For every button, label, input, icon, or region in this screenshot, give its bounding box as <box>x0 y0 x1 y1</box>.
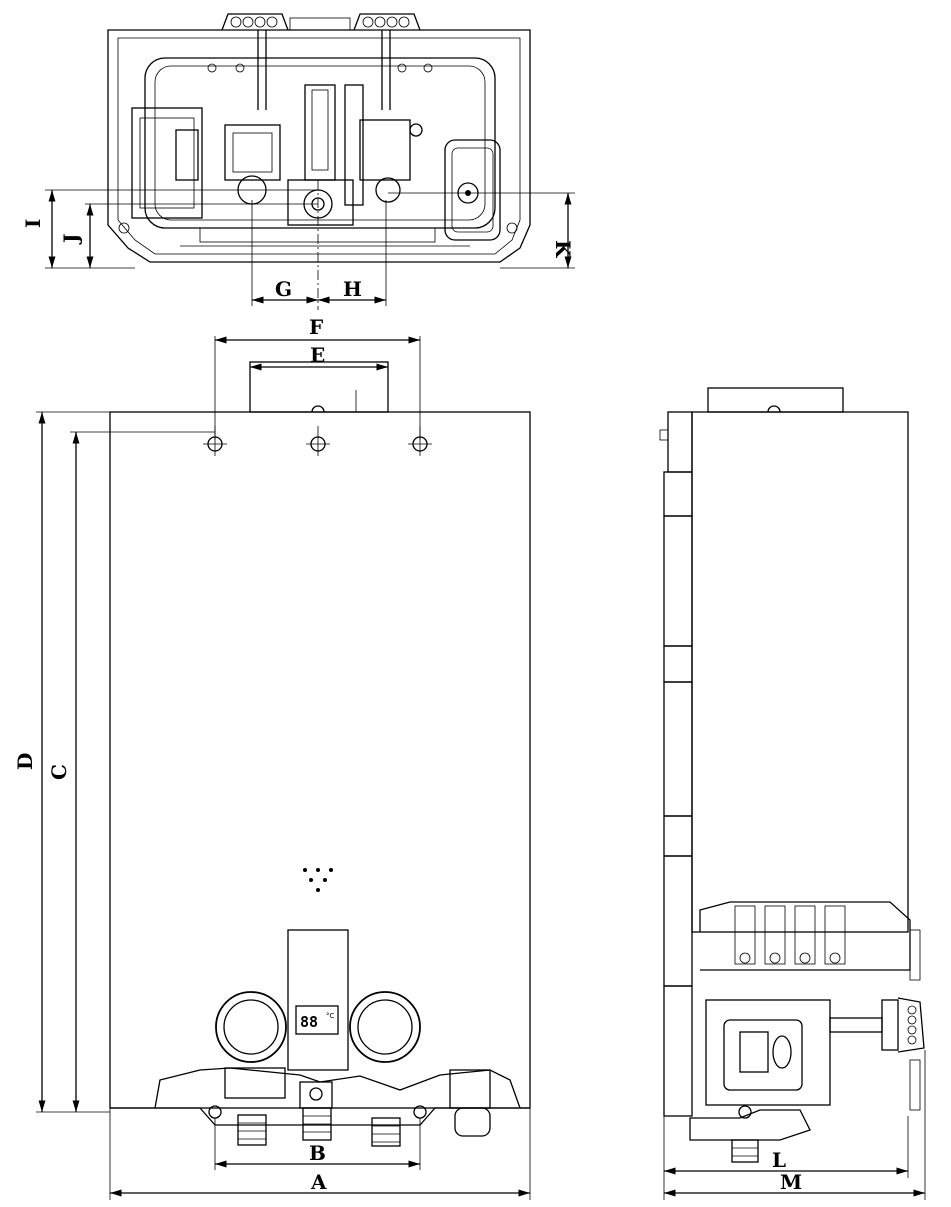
label-M: M <box>780 1170 802 1194</box>
sight-window-dots <box>303 868 333 892</box>
label-B: B <box>309 1141 326 1165</box>
front-view-dimensions <box>36 336 531 1200</box>
mounting-hole-center <box>306 426 330 456</box>
side-view <box>659 387 925 1163</box>
top-knob-left <box>221 13 289 31</box>
knob-left <box>215 991 287 1063</box>
side-view-dimensions <box>663 1050 926 1200</box>
display-unit: °C <box>326 1012 335 1020</box>
knob-right <box>349 991 421 1063</box>
label-J: J <box>59 234 83 245</box>
temperature-display <box>295 1005 339 1035</box>
label-E: E <box>310 343 325 367</box>
display-digits: 88 <box>300 1013 318 1031</box>
label-F: F <box>309 315 323 339</box>
front-view: 88 °C <box>109 361 531 1147</box>
label-I: I <box>21 219 45 228</box>
top-view <box>107 13 531 310</box>
label-L: L <box>772 1148 786 1172</box>
label-C: C <box>47 764 71 780</box>
top-view-dimensions <box>45 189 575 306</box>
label-H: H <box>343 277 362 301</box>
top-knob-right <box>353 13 421 31</box>
label-G: G <box>275 277 292 301</box>
label-K: K <box>551 240 575 258</box>
side-knob <box>881 997 925 1053</box>
label-A: A <box>310 1170 327 1194</box>
dimension-labels: F E G H B A L M I J K D C <box>13 219 802 1194</box>
label-D: D <box>13 753 37 770</box>
